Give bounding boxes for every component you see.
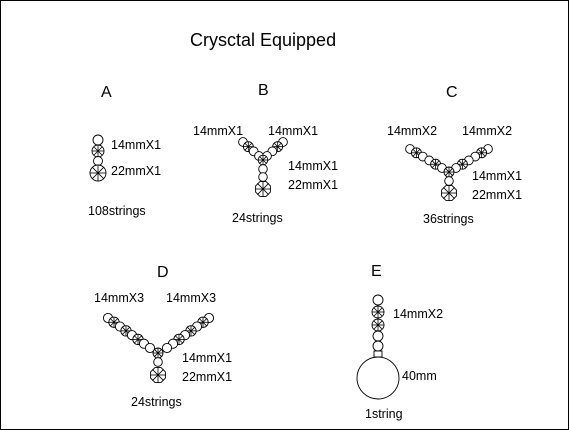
diagram-title: Crysctal Equipped (190, 30, 336, 50)
variant-e-letter: E (371, 263, 382, 280)
d-right-arm-bead (161, 342, 173, 354)
variant-d-label-4: 22mmX1 (182, 370, 232, 384)
variant-a-label-1: 14mmX1 (111, 138, 161, 152)
variant-a-count: 108strings (88, 204, 146, 218)
variant-b-label-4: 22mmX1 (288, 178, 338, 192)
a-crystal-14mm (91, 144, 105, 158)
variant-e: E 14mmX2 40mm 1string (365, 263, 443, 421)
variant-c: C 14mmX2 14mmX2 14mmX1 22mmX1 36strings (387, 84, 522, 226)
variant-c-label-2: 14mmX2 (462, 124, 512, 138)
d-right-arm-crystal-bead (173, 333, 185, 346)
e-link-bead-2 (372, 340, 384, 352)
variant-c-count: 36strings (423, 212, 474, 226)
d-crystal-22mm (150, 367, 166, 383)
a-crystal-22mm (89, 164, 107, 182)
variant-d-label-3: 14mmX1 (182, 351, 232, 365)
variant-e-label-1: 14mmX2 (393, 307, 443, 321)
variant-d-count: 24strings (131, 395, 182, 409)
variant-c-label-1: 14mmX2 (387, 124, 437, 138)
b-link-bead-2 (258, 172, 268, 182)
variant-a-letter: A (101, 84, 112, 101)
e-cap (373, 350, 383, 358)
b-link-bead-1 (258, 164, 268, 174)
variant-b-label-1: 14mmX1 (193, 124, 243, 138)
e-top-bead (372, 294, 384, 306)
variant-a-label-2: 22mmX1 (111, 164, 161, 178)
variant-c-label-3: 14mmX1 (472, 169, 522, 183)
variant-b-letter: B (258, 82, 269, 99)
c-junction-crystal (443, 166, 455, 178)
c-crystal-22mm (441, 185, 457, 201)
variant-c-label-4: 22mmX1 (472, 188, 522, 202)
e-crystal-14mm-2 (371, 318, 385, 332)
variant-b-label-2: 14mmX1 (268, 124, 318, 138)
variant-e-count: 1string (365, 407, 403, 421)
variant-d-letter: D (157, 264, 169, 281)
d-left-arm-bead (144, 342, 156, 354)
d-junction-crystal (152, 347, 164, 359)
b-junction-crystal (257, 154, 269, 166)
variant-b-count: 24strings (232, 211, 283, 225)
variant-c-letter: C (446, 84, 458, 101)
d-link-bead (153, 357, 163, 367)
variant-a: A 14mmX1 22mmX1 108strings (88, 84, 161, 218)
e-link-bead-1 (372, 330, 384, 342)
variant-d-label-1: 14mmX3 (94, 291, 144, 305)
a-link-bead (93, 156, 103, 166)
variant-b-label-3: 14mmX1 (288, 159, 338, 173)
variant-b: B 14mmX1 14mmX1 14mmX1 22mmX1 24strings (193, 82, 338, 225)
variant-d: D 14mmX3 14mmX3 14mmX1 22mmX1 24strings (94, 264, 232, 409)
e-ball-40mm (356, 356, 400, 400)
variant-e-label-2: 40mm (402, 369, 437, 383)
variant-d-label-2: 14mmX3 (166, 291, 216, 305)
bead-strings (89, 134, 493, 400)
b-crystal-22mm (255, 181, 271, 197)
e-crystal-14mm-1 (371, 305, 385, 319)
a-top-bead (92, 134, 104, 146)
c-link-bead (444, 176, 454, 186)
